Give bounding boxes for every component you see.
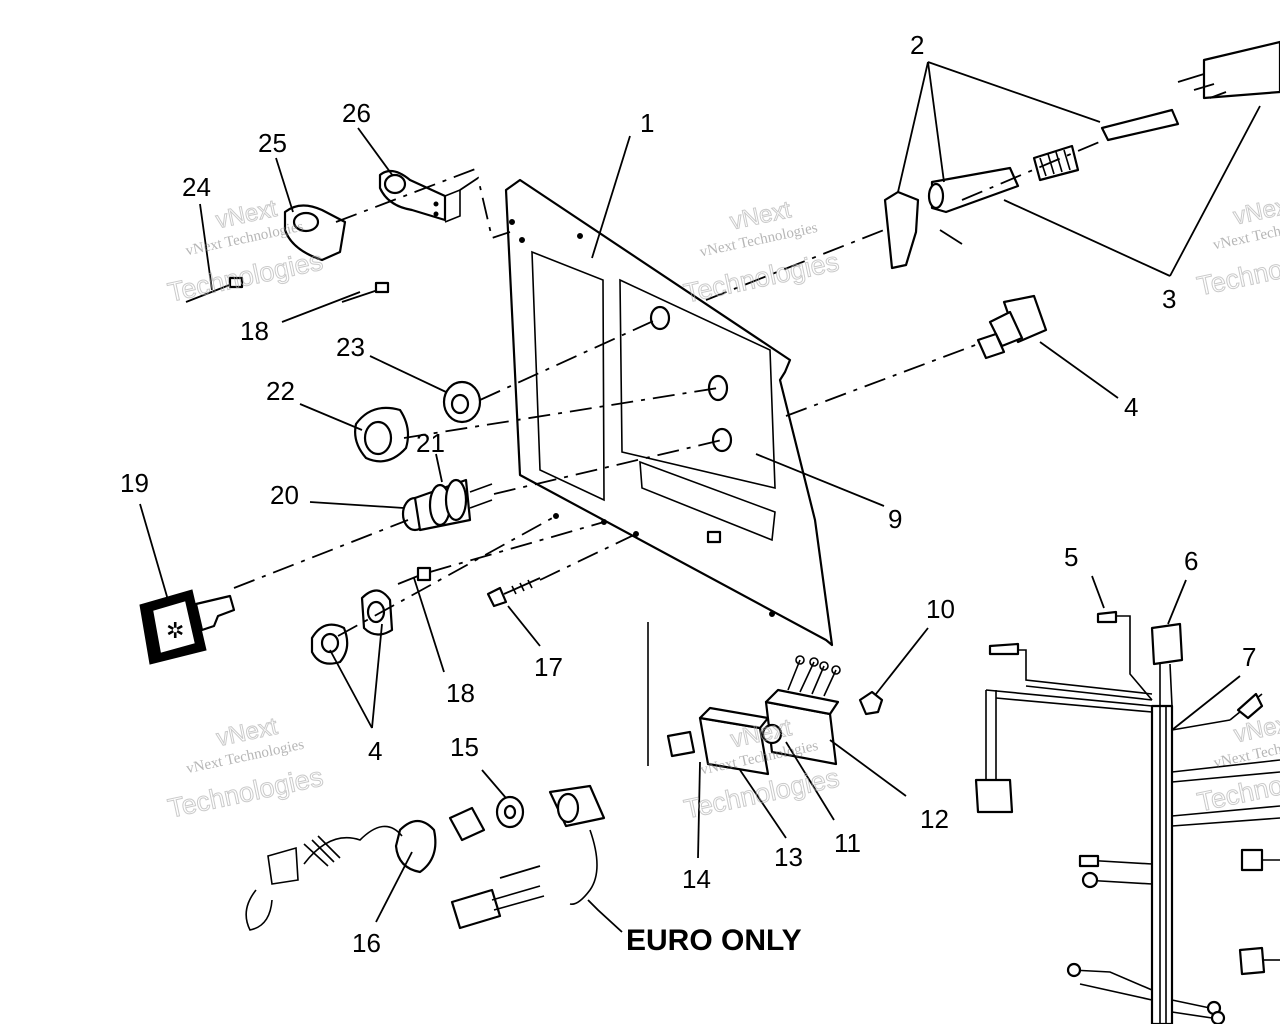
tether-switch — [245, 784, 606, 931]
alignment-lines — [233, 139, 1105, 637]
ignition-key: ✲ — [139, 589, 236, 665]
callout-1: 1 — [640, 108, 654, 138]
callout-13: 13 — [774, 842, 803, 872]
callout-17: 17 — [534, 652, 563, 682]
callout-25: 25 — [258, 128, 287, 158]
callout-16: 16 — [352, 928, 381, 958]
callout-4-lower: 4 — [368, 736, 382, 766]
pin-24 — [185, 276, 244, 303]
callout-11: 11 — [834, 828, 861, 858]
svg-text:✲: ✲ — [166, 618, 184, 643]
watermark-top-center: vNext vNext Technologies Technologies — [681, 196, 842, 309]
choke-assembly — [883, 40, 1280, 270]
watermark-bottom-left: vNext vNext Technologies Technologies — [165, 712, 326, 824]
callout-3: 3 — [1162, 284, 1176, 314]
washer-23 — [442, 380, 482, 424]
callout-labels: 1 2 3 4 4 5 6 7 9 10 11 12 13 14 15 16 1… — [120, 30, 1256, 958]
callout-12: 12 — [920, 804, 949, 834]
watermark-bottom-right: vNext vNext Technologies Technologies — [1194, 709, 1280, 818]
lower-hardware — [310, 566, 541, 665]
callout-14: 14 — [682, 864, 711, 894]
toggle-switch — [976, 294, 1048, 360]
callout-4-upper: 4 — [1124, 392, 1138, 422]
callout-23: 23 — [336, 332, 365, 362]
instrument-panel — [504, 178, 834, 647]
callout-15: 15 — [450, 732, 479, 762]
callout-21: 21 — [416, 428, 445, 458]
callout-26: 26 — [342, 98, 371, 128]
terminal-block — [647, 622, 884, 776]
nut-22 — [354, 406, 410, 463]
callout-20: 20 — [270, 480, 299, 510]
callout-18-upper: 18 — [240, 316, 269, 346]
callout-7: 7 — [1242, 642, 1256, 672]
euro-only-note: EURO ONLY — [626, 924, 802, 957]
callout-9: 9 — [888, 504, 902, 534]
callout-6: 6 — [1184, 546, 1198, 576]
mounting-bracket — [283, 169, 461, 262]
callout-2: 2 — [910, 30, 924, 60]
callout-19: 19 — [120, 468, 149, 498]
callout-18-lower: 18 — [446, 678, 475, 708]
callout-24: 24 — [182, 172, 211, 202]
pin-18-upper — [341, 281, 390, 303]
callout-10: 10 — [926, 594, 955, 624]
watermark-top-right: vNext vNext Technologies Technologies — [1194, 191, 1280, 302]
callout-5: 5 — [1064, 542, 1078, 572]
wiring-harness — [974, 610, 1280, 1024]
key-switch-20 — [401, 478, 493, 532]
leader-lines — [139, 61, 1261, 933]
callout-22: 22 — [266, 376, 295, 406]
